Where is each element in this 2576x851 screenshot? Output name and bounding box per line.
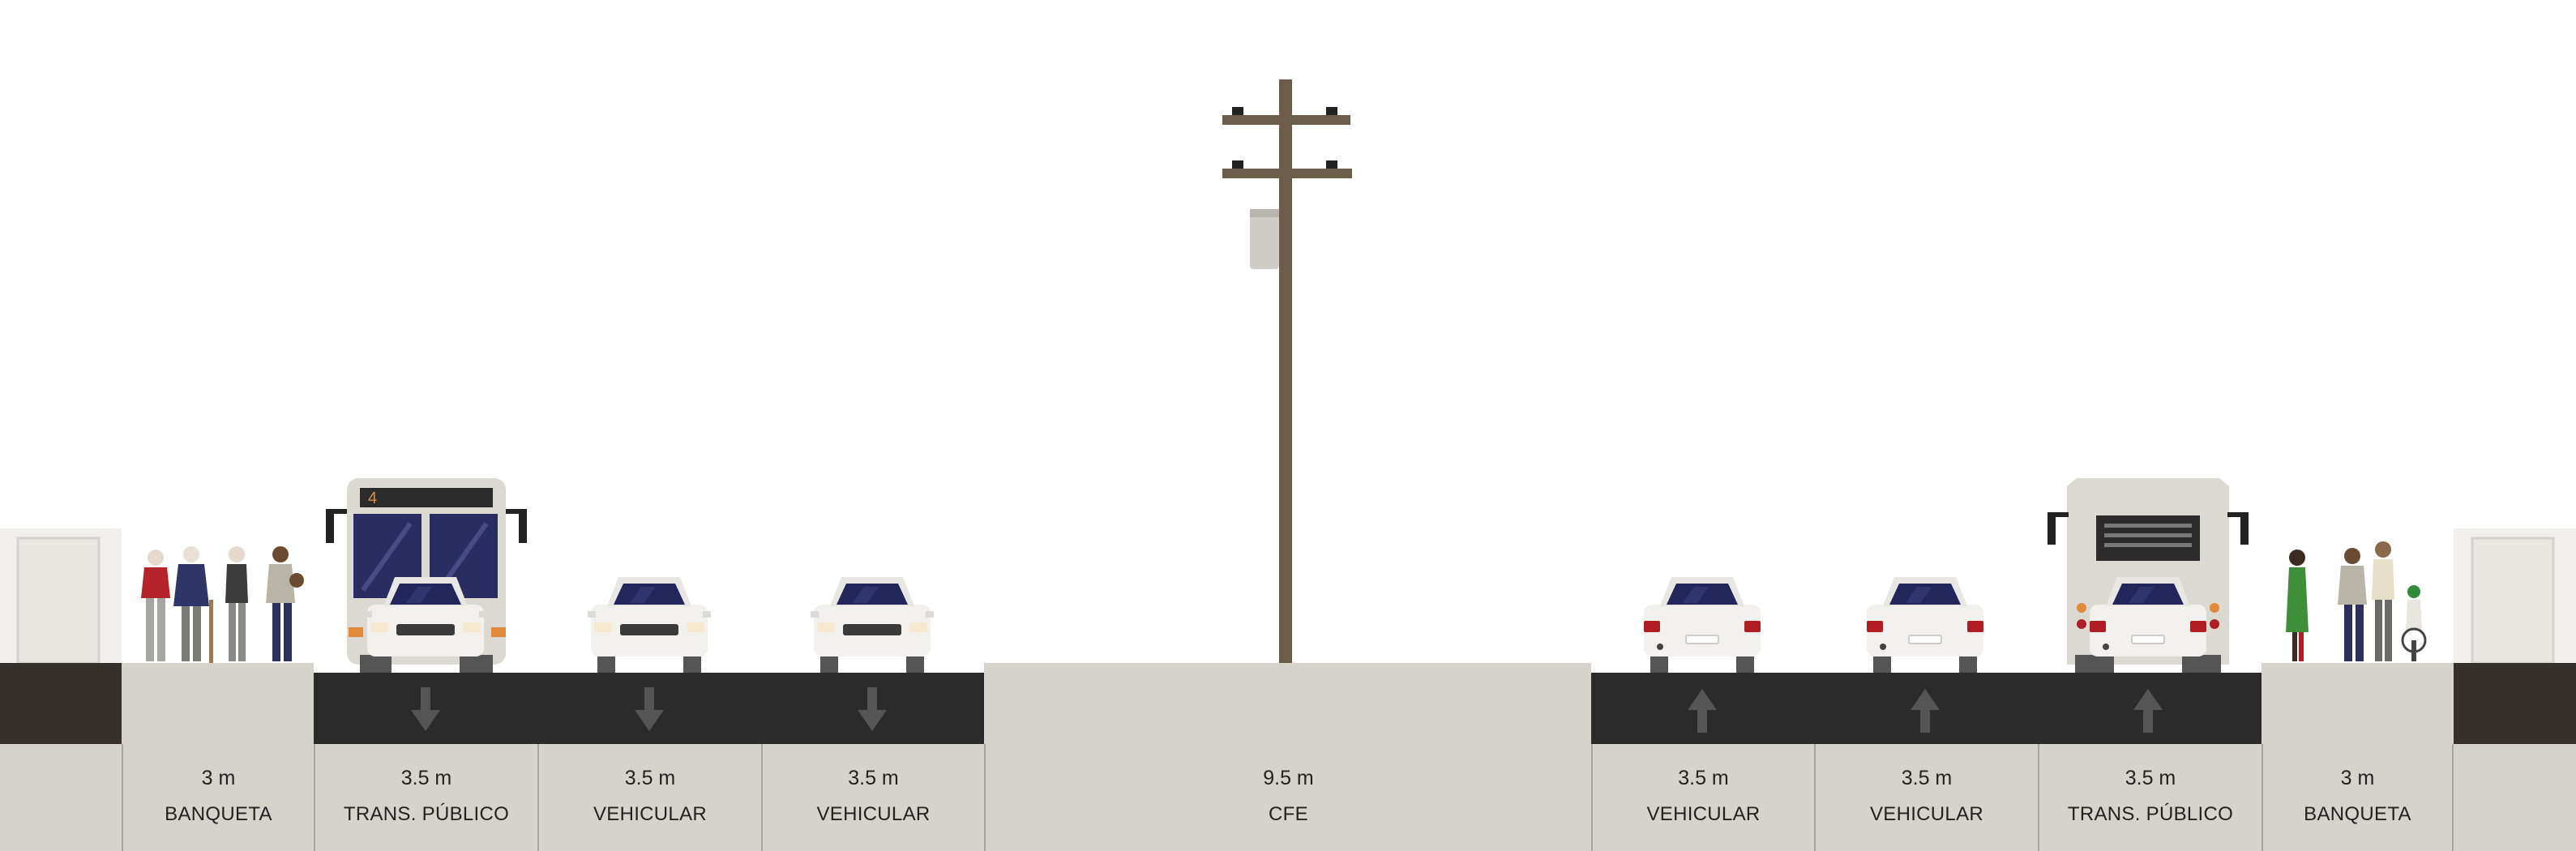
segment-vehicular-left-1[interactable]: 3.5 m VEHICULAR: [537, 744, 761, 851]
car-front-icon: [811, 577, 934, 673]
segment-width: 3.5 m: [1901, 767, 1953, 789]
curb-right: [2454, 663, 2576, 744]
segment-width: 9.5 m: [1263, 767, 1314, 789]
segment-width: 3.5 m: [848, 767, 899, 789]
segment-vehicular-right-1[interactable]: 3.5 m VEHICULAR: [1591, 744, 1814, 851]
segment-label: BANQUETA: [2304, 803, 2411, 825]
segment-banqueta-left[interactable]: 3 m BANQUETA: [122, 744, 314, 851]
segment-width: 3.5 m: [1678, 767, 1729, 789]
segment-label: VEHICULAR: [1869, 803, 1984, 825]
segment-vehicular-right-2[interactable]: 3.5 m VEHICULAR: [1814, 744, 2038, 851]
segment-cfe[interactable]: 9.5 m CFE: [984, 744, 1591, 851]
label-strip: [0, 744, 2576, 851]
segment-label: TRANS. PÚBLICO: [343, 803, 510, 825]
sidewalk-right: [2261, 663, 2454, 744]
segment-label: VEHICULAR: [816, 803, 931, 825]
segment-width: 3 m: [201, 767, 236, 789]
car-rear-icon: [1866, 576, 1984, 674]
segment-label: TRANS. PÚBLICO: [2067, 803, 2234, 825]
segment-vehicular-left-2[interactable]: 3.5 m VEHICULAR: [761, 744, 984, 851]
utility-pole-icon: [1222, 79, 1352, 663]
median-cfe: [984, 663, 1591, 744]
segment-label: BANQUETA: [165, 803, 272, 825]
segment-width: 3.5 m: [624, 767, 676, 789]
segment-label: VEHICULAR: [1646, 803, 1761, 825]
segment-width: 3.5 m: [400, 767, 452, 789]
segment-label: VEHICULAR: [593, 803, 708, 825]
bus-route-display: 4: [368, 490, 377, 507]
segment-width: 3 m: [2340, 767, 2375, 789]
car-rear-icon: [1643, 576, 1761, 674]
segment-transporte-right[interactable]: 3.5 m TRANS. PÚBLICO: [2038, 744, 2261, 851]
segment-width: 3.5 m: [2125, 767, 2176, 789]
car-front-icon: [588, 577, 711, 673]
segment-transporte-left[interactable]: 3.5 m TRANS. PÚBLICO: [314, 744, 537, 851]
segment-banqueta-right[interactable]: 3 m BANQUETA: [2261, 744, 2454, 851]
segment-label: CFE: [1269, 803, 1308, 825]
pedestrians-right-icon: [2286, 541, 2427, 661]
pedestrians-left-icon: [141, 546, 304, 663]
curb-left: [0, 663, 122, 744]
sidewalk-left: [122, 663, 314, 744]
building-left: [0, 528, 122, 665]
building-right: [2454, 528, 2576, 665]
